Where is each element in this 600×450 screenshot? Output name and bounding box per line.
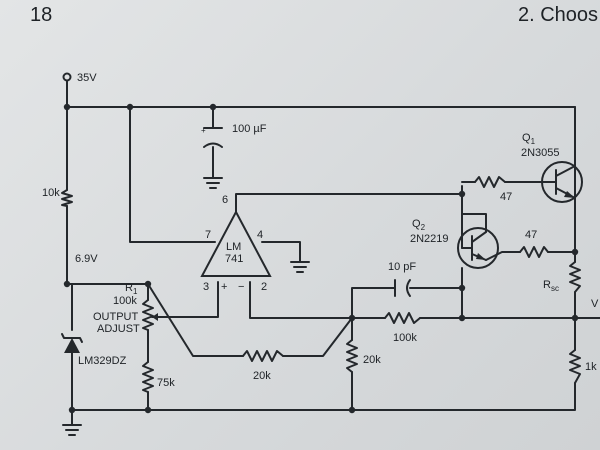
label-q2-part: 2N2219: [410, 233, 449, 245]
label-output-adjust-1: OUTPUT: [93, 311, 139, 323]
label-pin4: 4: [257, 229, 263, 241]
ground-icon-cap: [203, 177, 223, 189]
ground-icon-main: [62, 424, 82, 436]
label-cap-main: 100 µF: [232, 123, 267, 135]
label-pin2: 2: [261, 281, 267, 293]
label-r1-name: R1: [125, 282, 138, 296]
label-v-out: V: [591, 298, 599, 310]
label-rsc: Rsc: [543, 279, 559, 293]
resistor-47-mid: [519, 246, 549, 258]
potentiometer-r1: [142, 299, 161, 331]
chapter-title: 2. Choos: [518, 4, 599, 26]
label-supply: 35V: [77, 72, 97, 84]
label-zener-part: LM329DZ: [78, 355, 127, 367]
junctions: [63, 103, 579, 414]
label-zener-voltage: 6.9V: [75, 253, 98, 265]
label-r-20k-right: 20k: [363, 354, 381, 366]
resistor-10k: [61, 189, 73, 207]
transistor-q1-icon: [539, 106, 583, 203]
label-q1-part: 2N3055: [521, 147, 560, 159]
resistor-1k: [569, 349, 581, 384]
label-r-47-mid: 47: [525, 229, 537, 241]
label-r-100k: 100k: [393, 332, 417, 344]
label-r-47-top: 47: [500, 191, 512, 203]
label-cap-plus: +: [201, 126, 206, 135]
label-minus: −: [238, 281, 244, 293]
resistor-20k-bottom: [242, 350, 284, 362]
resistor-rsc: [569, 261, 581, 293]
resistor-47-top: [474, 176, 506, 188]
label-q1-name: Q1: [522, 132, 536, 146]
label-pin7: 7: [205, 229, 211, 241]
label-r-1k: 1k: [585, 361, 597, 373]
labels: 35V + 100 µF 10k 6.9V R1 100k OUTPUT ADJ…: [42, 72, 599, 389]
label-plus: +: [221, 281, 227, 293]
label-r-75k: 75k: [157, 377, 175, 389]
label-r-20k-bottom: 20k: [253, 370, 271, 382]
label-opamp-2: 741: [225, 253, 243, 265]
capacitor-100uf: [203, 127, 223, 148]
label-cap-10pf: 10 pF: [388, 261, 416, 273]
transistor-q2-icon: [457, 227, 499, 269]
label-pin3: 3: [203, 281, 209, 293]
label-pin6: 6: [222, 194, 228, 206]
label-r-10k: 10k: [42, 187, 60, 199]
zener-diode-icon: [61, 333, 83, 353]
supply-terminal: [62, 72, 72, 82]
wires: [62, 72, 600, 426]
resistor-75k: [142, 361, 154, 393]
label-opamp-1: LM: [226, 241, 241, 253]
resistor-20k-right: [346, 339, 358, 373]
label-output-adjust-2: ADJUST: [97, 323, 140, 335]
capacitor-10pf: [394, 279, 411, 297]
ground-icon-pin4: [290, 261, 310, 273]
resistor-100k: [384, 312, 421, 324]
wiper-arrow-icon: [152, 313, 158, 321]
page-number: 18: [30, 4, 53, 26]
opamp-lm741: [200, 209, 272, 277]
label-r1-value: 100k: [113, 295, 137, 307]
label-q2-name: Q2: [412, 218, 426, 232]
